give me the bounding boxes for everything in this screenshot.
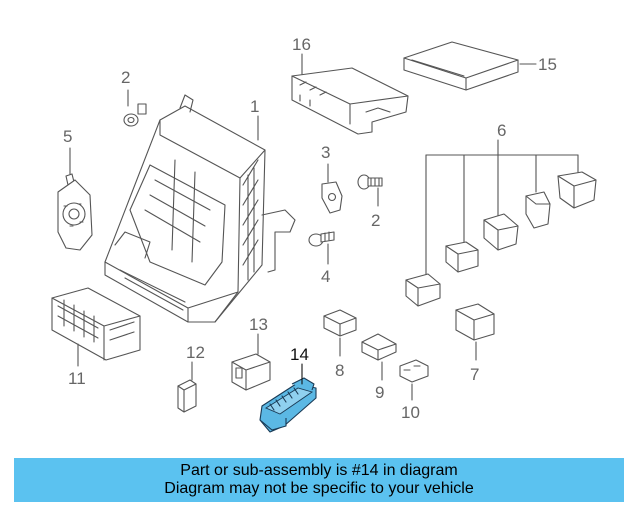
callout-2a: 2 [121,68,130,87]
callout-6: 6 [497,121,506,140]
part-2-bolt-upper[interactable] [123,103,147,127]
part-15-module-cover[interactable] [403,41,519,91]
callout-7: 7 [470,365,479,384]
part-11-fuse-block[interactable] [51,287,141,361]
callout-16: 16 [292,35,311,54]
part-8-relay-clip[interactable] [323,309,357,337]
part-2-screw-lower[interactable] [357,174,383,190]
callout-2b: 2 [371,211,380,230]
parts-diagram: 1 2 5 3 2 4 [51,35,597,433]
part-10-connector[interactable] [399,359,429,383]
callout-9: 9 [375,383,384,402]
part-7-relay[interactable] [455,303,495,341]
callout-8: 8 [335,361,344,380]
callout-4: 4 [321,267,330,286]
part-3-bracket[interactable] [321,181,343,214]
callout-11: 11 [68,369,86,388]
banner-line-1: Part or sub-assembly is #14 in diagram [180,462,458,479]
part-1-fuse-box-housing[interactable] [104,94,296,323]
callout-3: 3 [321,143,330,162]
part-9-bracket[interactable] [361,333,397,361]
part-12-blade-fuse[interactable] [177,379,197,413]
part-5-buzzer[interactable] [57,173,93,251]
part-4-stud-bolt[interactable] [308,231,335,247]
part-16-control-module[interactable] [291,67,409,135]
callout-15: 15 [538,55,557,74]
banner-line-2: Diagram may not be specific to your vehi… [164,480,474,497]
callout-14: 14 [290,345,309,364]
part-14-fuse-holder[interactable] [259,377,317,433]
info-banner: Part or sub-assembly is #14 in diagram D… [14,458,624,502]
part-13-mini-fuse[interactable] [231,353,271,391]
callout-12: 12 [186,343,205,362]
callout-5: 5 [63,127,72,146]
callout-10: 10 [401,403,420,422]
part-6-relays[interactable] [405,139,597,307]
callout-13: 13 [249,315,268,334]
callout-1: 1 [250,97,259,116]
